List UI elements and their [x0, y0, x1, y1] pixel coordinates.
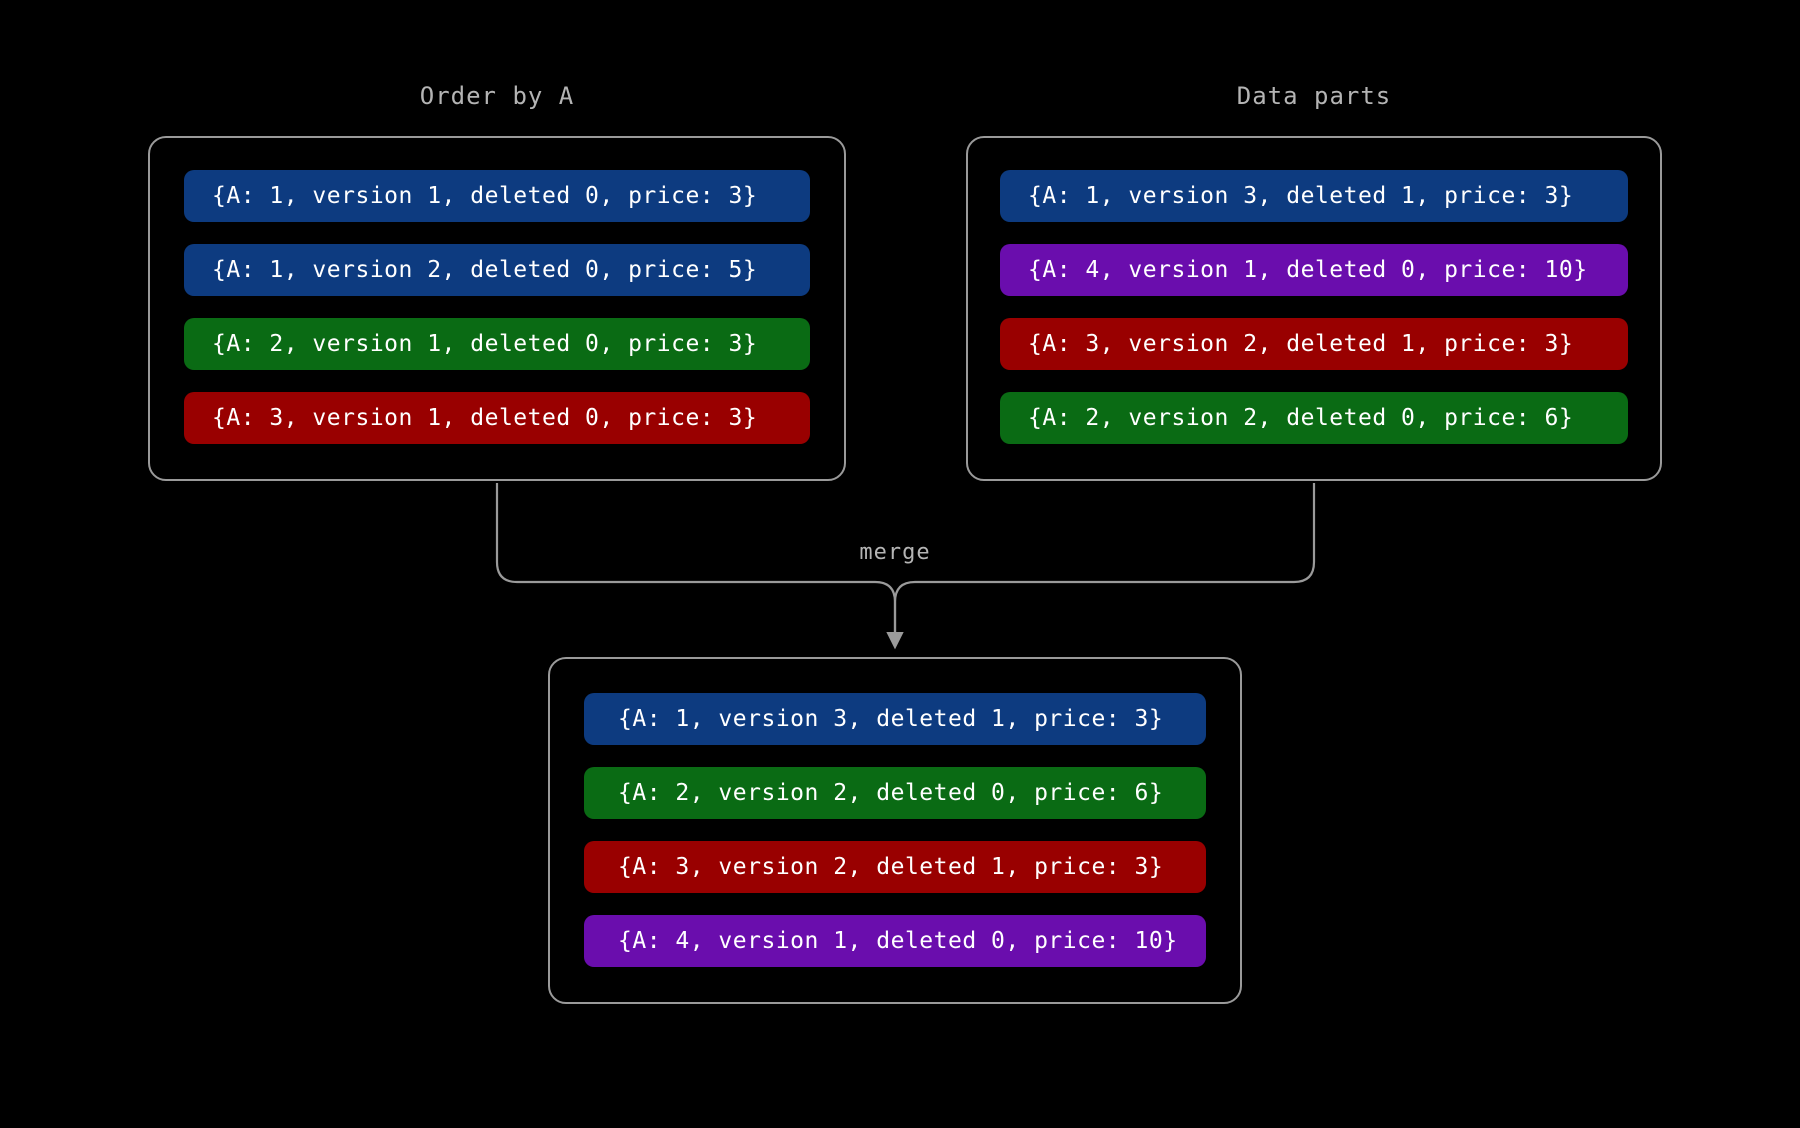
panel-order-by-a: {A: 1, version 1, deleted 0, price: 3} {…	[148, 136, 846, 481]
panel-merged-result: {A: 1, version 3, deleted 1, price: 3} {…	[548, 657, 1242, 1004]
list-item[interactable]: {A: 2, version 1, deleted 0, price: 3}	[184, 318, 810, 370]
panel-title-data-parts: Data parts	[1236, 82, 1392, 110]
data-parts-row-list: {A: 1, version 3, deleted 1, price: 3} {…	[968, 138, 1660, 466]
panel-data-parts: {A: 1, version 3, deleted 1, price: 3} {…	[966, 136, 1662, 481]
list-item[interactable]: {A: 1, version 3, deleted 1, price: 3}	[1000, 170, 1628, 222]
row-text: {A: 2, version 2, deleted 0, price: 6}	[618, 780, 1164, 806]
list-item[interactable]: {A: 2, version 2, deleted 0, price: 6}	[1000, 392, 1628, 444]
list-item[interactable]: {A: 4, version 1, deleted 0, price: 10}	[584, 915, 1206, 967]
merge-label: merge	[859, 540, 931, 565]
order-by-a-row-list: {A: 1, version 1, deleted 0, price: 3} {…	[150, 138, 844, 466]
list-item[interactable]: {A: 4, version 1, deleted 0, price: 10}	[1000, 244, 1628, 296]
list-item[interactable]: {A: 3, version 2, deleted 1, price: 3}	[1000, 318, 1628, 370]
row-text: {A: 3, version 2, deleted 1, price: 3}	[618, 854, 1164, 880]
row-text: {A: 4, version 1, deleted 0, price: 10}	[618, 928, 1178, 954]
list-item[interactable]: {A: 1, version 1, deleted 0, price: 3}	[184, 170, 810, 222]
row-text: {A: 1, version 1, deleted 0, price: 3}	[212, 183, 758, 209]
row-text: {A: 4, version 1, deleted 0, price: 10}	[1028, 257, 1588, 283]
row-text: {A: 1, version 3, deleted 1, price: 3}	[618, 706, 1164, 732]
row-text: {A: 1, version 2, deleted 0, price: 5}	[212, 257, 758, 283]
connector-left	[495, 483, 904, 650]
list-item[interactable]: {A: 1, version 3, deleted 1, price: 3}	[584, 693, 1206, 745]
list-item[interactable]: {A: 1, version 2, deleted 0, price: 5}	[184, 244, 810, 296]
row-text: {A: 2, version 2, deleted 0, price: 6}	[1028, 405, 1574, 431]
row-text: {A: 2, version 1, deleted 0, price: 3}	[212, 331, 758, 357]
list-item[interactable]: {A: 2, version 2, deleted 0, price: 6}	[584, 767, 1206, 819]
panel-title-order-by-a: Order by A	[419, 82, 575, 110]
merged-result-row-list: {A: 1, version 3, deleted 1, price: 3} {…	[550, 659, 1240, 989]
row-text: {A: 3, version 2, deleted 1, price: 3}	[1028, 331, 1574, 357]
row-text: {A: 1, version 3, deleted 1, price: 3}	[1028, 183, 1574, 209]
connector-right	[893, 483, 1316, 645]
list-item[interactable]: {A: 3, version 2, deleted 1, price: 3}	[584, 841, 1206, 893]
row-text: {A: 3, version 1, deleted 0, price: 3}	[212, 405, 758, 431]
list-item[interactable]: {A: 3, version 1, deleted 0, price: 3}	[184, 392, 810, 444]
